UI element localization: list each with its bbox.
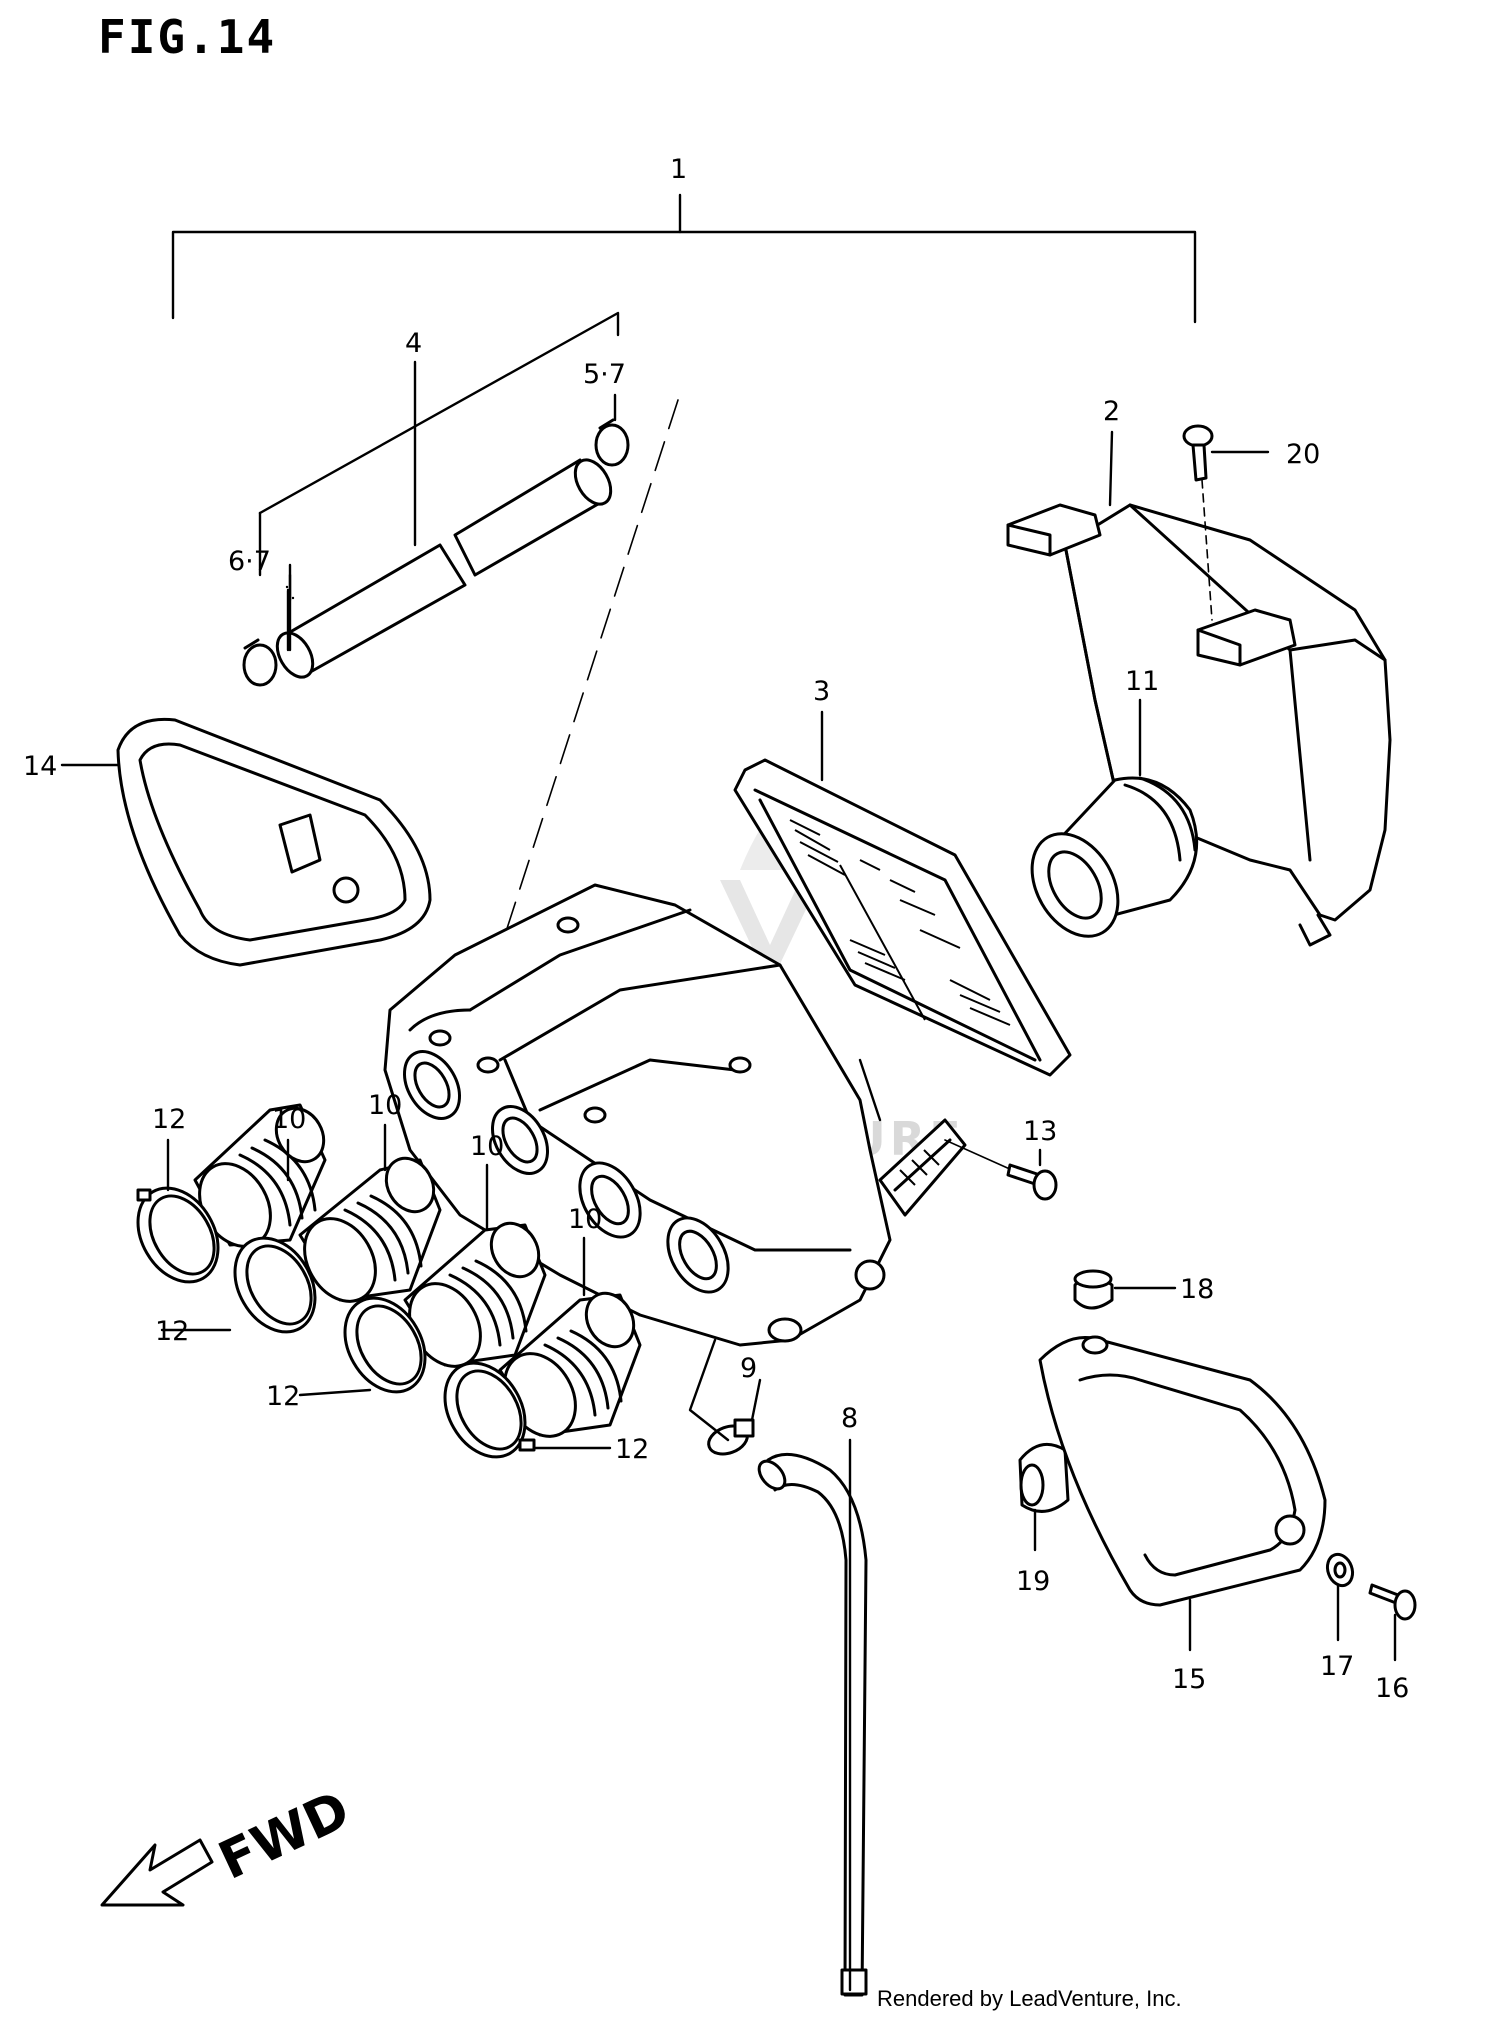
drain-hose bbox=[757, 1452, 868, 1997]
callout-12b: 12 bbox=[155, 1316, 189, 1347]
callout-2: 2 bbox=[1103, 396, 1120, 427]
callout-6-7: 6·7 bbox=[228, 546, 271, 577]
callout-15: 15 bbox=[1172, 1664, 1206, 1695]
callout-10d: 10 bbox=[568, 1204, 602, 1235]
grommet-18 bbox=[1073, 1269, 1114, 1310]
intake-tube-2 bbox=[298, 1156, 442, 1303]
callout-13: 13 bbox=[1023, 1116, 1057, 1147]
callout-10c: 10 bbox=[470, 1131, 504, 1162]
clamp-4 bbox=[443, 1361, 536, 1459]
callout-20: 20 bbox=[1286, 439, 1320, 470]
intake-tube-1 bbox=[193, 1103, 327, 1248]
callout-12a: 12 bbox=[152, 1104, 186, 1135]
callout-labels: 1 2 3 4 5·7 6·7 8 9 10 10 10 10 11 12 12… bbox=[23, 154, 1409, 1704]
screw-20 bbox=[1182, 424, 1214, 621]
callout-19: 19 bbox=[1016, 1566, 1050, 1597]
callout-16: 16 bbox=[1375, 1673, 1409, 1704]
callout-4: 4 bbox=[405, 328, 422, 359]
leader-lines bbox=[160, 393, 1397, 1992]
callout-1: 1 bbox=[670, 154, 687, 185]
callout-10a: 10 bbox=[272, 1104, 306, 1135]
clamp-1 bbox=[136, 1186, 220, 1284]
callout-14: 14 bbox=[23, 751, 57, 782]
callout-8: 8 bbox=[841, 1403, 858, 1434]
inlet-funnel bbox=[1030, 776, 1199, 938]
render-credit: Rendered by LeadVenture, Inc. bbox=[873, 1986, 1186, 2012]
callout-11: 11 bbox=[1125, 666, 1159, 697]
left-side-cover bbox=[60, 717, 432, 967]
callout-10b: 10 bbox=[368, 1090, 402, 1121]
fwd-label: FWD bbox=[210, 1780, 359, 1892]
right-side-cover bbox=[1038, 1335, 1327, 1607]
washer-17 bbox=[1325, 1552, 1355, 1588]
callout-12c: 12 bbox=[266, 1381, 300, 1412]
clamp-3 bbox=[343, 1296, 427, 1394]
drain-hose-clamp bbox=[688, 1338, 755, 1456]
intake-tube-3 bbox=[403, 1221, 547, 1368]
clamp-2 bbox=[233, 1236, 317, 1334]
callout-12d: 12 bbox=[615, 1434, 649, 1465]
callout-17: 17 bbox=[1320, 1651, 1354, 1682]
screw-13 bbox=[1006, 1163, 1058, 1201]
callout-9: 9 bbox=[740, 1353, 757, 1384]
forward-direction-indicator: FWD bbox=[100, 1780, 359, 1907]
callout-5-7: 5·7 bbox=[583, 359, 626, 390]
drain-hose-assembly bbox=[242, 311, 679, 1081]
forward-arrow-icon bbox=[100, 1838, 214, 1907]
figure-title: FIG.14 bbox=[98, 10, 277, 64]
screw-16 bbox=[1368, 1583, 1417, 1621]
callout-3: 3 bbox=[813, 676, 830, 707]
grommet-19 bbox=[1018, 1442, 1070, 1513]
assembly-bracket bbox=[171, 193, 1197, 324]
filter-element bbox=[733, 758, 1072, 1077]
callout-18: 18 bbox=[1180, 1274, 1214, 1305]
